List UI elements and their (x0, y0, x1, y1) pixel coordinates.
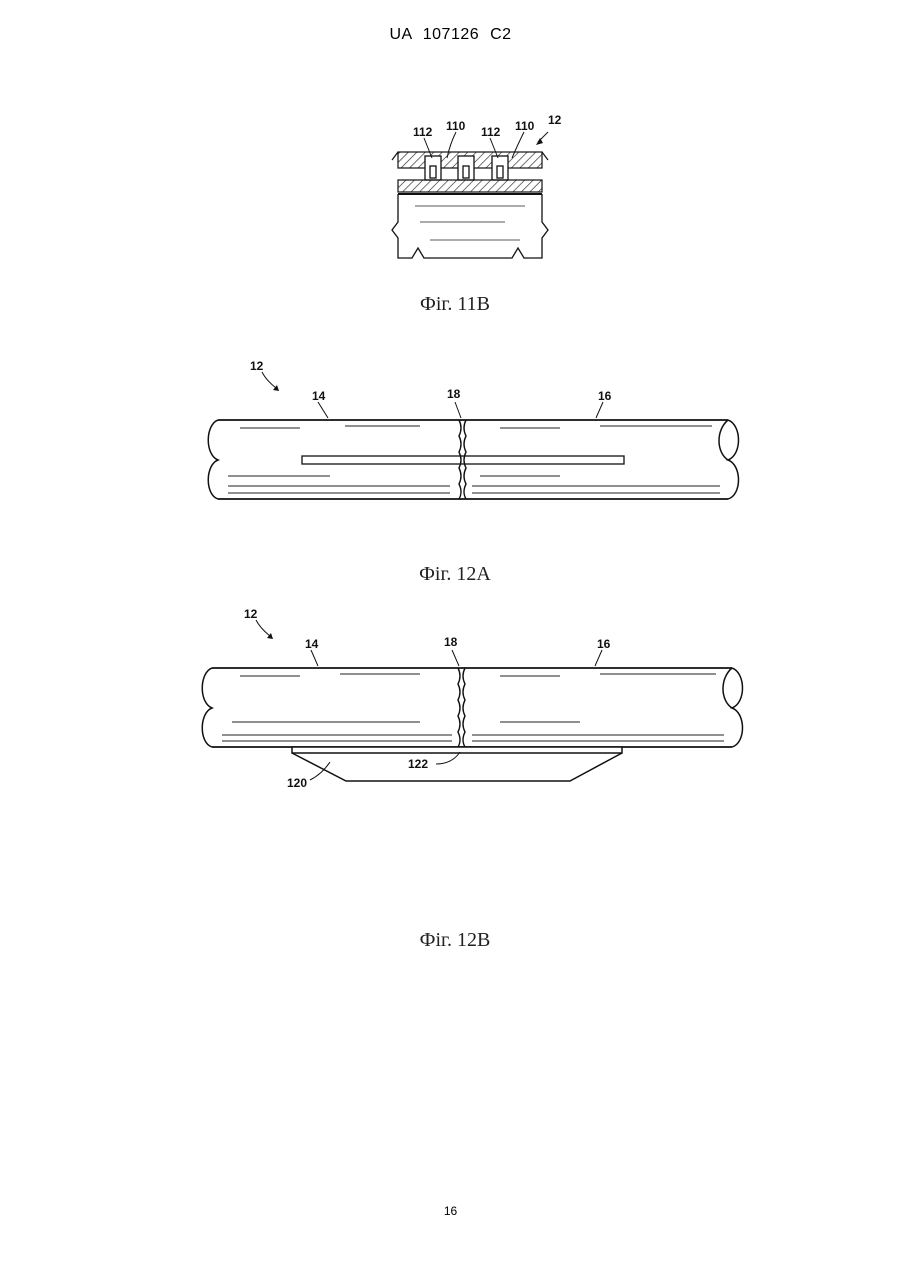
backing-strip-122 (292, 747, 622, 753)
label-16: 16 (597, 637, 611, 651)
figure-11b: 112 110 112 110 12 Фіг. 11В (392, 113, 562, 315)
label-12: 12 (244, 607, 258, 621)
label-112-right: 112 (481, 125, 501, 139)
label-110-right: 110 (515, 119, 535, 133)
hatched-layer-bottom (398, 180, 542, 192)
label-122: 122 (408, 757, 428, 771)
pipe-end-left (208, 420, 218, 499)
label-14: 14 (312, 389, 326, 403)
label-120: 120 (287, 776, 307, 790)
label-16: 16 (598, 389, 612, 403)
pipe-end-left (202, 668, 212, 747)
label-110-left: 110 (446, 119, 466, 133)
pipe-body-section (392, 194, 548, 258)
longitudinal-strip (302, 456, 624, 464)
page-number: 16 (0, 1204, 901, 1218)
figure-caption-12a: Фіг. 12А (419, 563, 491, 585)
label-14: 14 (305, 637, 319, 651)
figure-12b: 12 14 18 16 122 120 Фіг. 12В (202, 607, 742, 951)
label-12: 12 (250, 359, 264, 373)
label-12: 12 (548, 113, 562, 127)
figure-caption-11b: Фіг. 11В (420, 293, 490, 315)
pipe-end-right (728, 420, 739, 499)
figure-caption-12b: Фіг. 12В (420, 929, 491, 951)
support-shoe-120 (292, 753, 622, 781)
weld-seam-18 (458, 668, 460, 747)
label-18: 18 (444, 635, 458, 649)
figure-12a: 12 14 18 16 Фіг. 12А (208, 359, 738, 585)
pipe-end-right (732, 668, 743, 747)
label-112-left: 112 (413, 125, 433, 139)
label-18: 18 (447, 387, 461, 401)
slot-elements (425, 156, 508, 180)
